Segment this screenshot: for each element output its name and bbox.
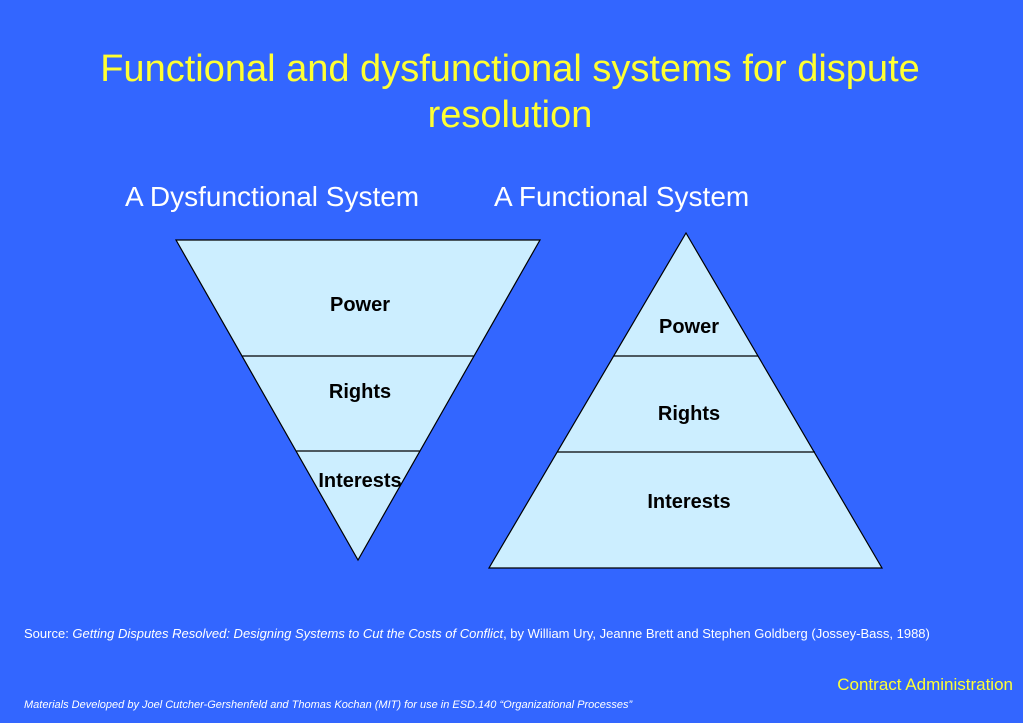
functional-tier-rights: Rights <box>658 403 720 425</box>
dysfunctional-triangle-shape <box>174 239 542 562</box>
source-prefix: Source: <box>24 626 73 641</box>
functional-triangle-shape <box>487 231 884 569</box>
functional-tier-power: Power <box>659 316 719 338</box>
dysfunctional-tier-rights: Rights <box>329 381 391 403</box>
materials-credit: Materials Developed by Joel Cutcher-Gers… <box>24 699 633 711</box>
dysfunctional-tier-interests: Interests <box>318 470 401 492</box>
source-citation: Source: Getting Disputes Resolved: Desig… <box>24 624 1014 644</box>
functional-pyramid: Power Rights Interests <box>487 231 884 569</box>
course-name: Contract Administration <box>837 675 1013 694</box>
functional-tier-interests: Interests <box>647 491 730 513</box>
source-authors: , by William Ury, Jeanne Brett and Steph… <box>503 626 930 641</box>
functional-heading: A Functional System <box>494 181 750 212</box>
dysfunctional-pyramid: Power Rights Interests <box>174 239 542 562</box>
source-book-title: Getting Disputes Resolved: Designing Sys… <box>72 626 504 641</box>
dysfunctional-heading: A Dysfunctional System <box>125 181 420 212</box>
slide-title: Functional and dysfunctional systems for… <box>100 48 920 136</box>
dysfunctional-tier-power: Power <box>330 294 390 316</box>
